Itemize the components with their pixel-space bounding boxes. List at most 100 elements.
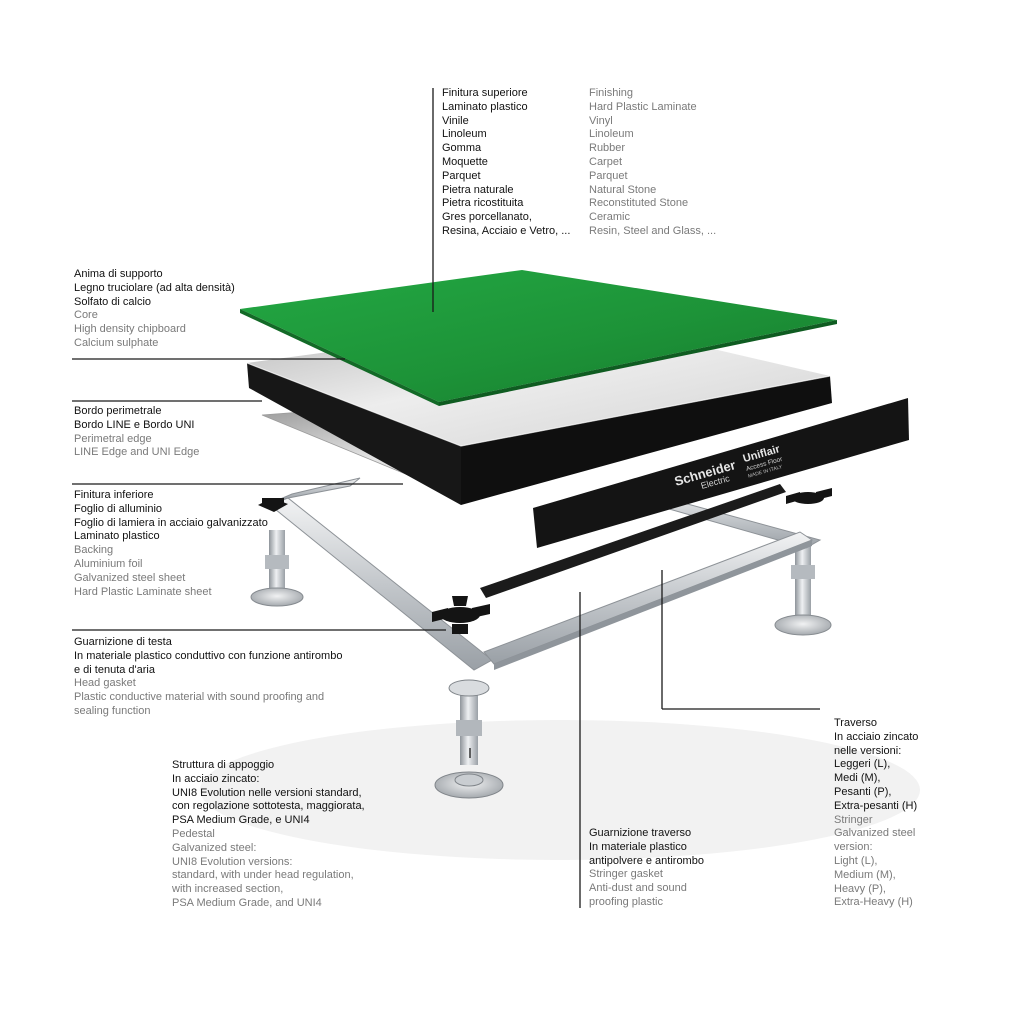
stringer-gasket-strip (480, 484, 786, 598)
text-line: Gomma (442, 142, 482, 155)
text-line: Struttura di appoggio (172, 759, 275, 771)
text-line: Galvanized steel sheet (74, 571, 186, 584)
head-gasket-right (786, 488, 832, 504)
text-line: Vinile (442, 114, 469, 127)
text-line: Resin, Steel and Glass, ... (589, 224, 717, 237)
text-line: In materiale plastico conduttivo con fun… (74, 649, 343, 662)
text-line: Solfato di calcio (74, 295, 152, 308)
text-line: In acciaio zincato (834, 730, 919, 743)
text-line: antipolvere e antirombo (589, 854, 704, 867)
head-gasket-left (258, 498, 288, 512)
text-line: Ceramic (589, 211, 630, 224)
text-line: Anti-dust and sound (589, 882, 687, 895)
core-right-face (461, 376, 832, 505)
label-stringer-gasket: Guarnizione traverso In materiale plasti… (589, 827, 704, 910)
text-line: In acciaio zincato: (172, 772, 260, 785)
stringer-front (483, 531, 814, 665)
text-line: Extra-Heavy (H) (834, 896, 913, 909)
text-line: Foglio di alluminio (74, 502, 163, 515)
text-line: standard, with under head regulation, (172, 869, 354, 882)
text-line: Stringer gasket (589, 868, 663, 881)
text-line: nelle versioni: (834, 744, 902, 757)
label-stringer: Traverso In acciaio zincato nelle versio… (834, 717, 918, 910)
stringer-front-lip (494, 540, 812, 670)
text-line: Medium (M), (834, 868, 896, 881)
text-line: Head gasket (74, 677, 136, 690)
text-line: proofing plastic (589, 895, 663, 908)
head-gasket-center (432, 596, 490, 634)
text-line: Foglio di lamiera in acciaio galvanizzat… (74, 516, 268, 529)
text-line: Laminato plastico (74, 530, 160, 543)
text-line: con regolazione sottotesta, maggiorata, (172, 800, 365, 813)
text-line: Linoleum (442, 128, 487, 141)
text-line: Extra-pesanti (H) (834, 799, 918, 812)
text-line: Carpet (589, 155, 623, 168)
text-line: Guarnizione di testa (74, 636, 172, 648)
text-line: Aluminium foil (74, 557, 143, 570)
text-line: Gres porcellanato, (442, 211, 532, 224)
label-finishing-en: Finishing Hard Plastic Laminate Vinyl Li… (589, 87, 716, 239)
text-line: UNI8 Evolution nelle versioni standard, (172, 786, 362, 799)
pedestal-front (434, 679, 504, 799)
label-backing: Finitura inferiore Foglio di alluminio F… (74, 489, 268, 599)
text-line: PSA Medium Grade, e UNI4 (172, 814, 310, 827)
pedestal-back-right (774, 540, 832, 636)
text-line: with increased section, (172, 883, 284, 896)
label-core: Anima di supporto Legno truciolare (ad a… (74, 268, 235, 351)
text-line: Parquet (442, 169, 481, 182)
text-line: sealing function (74, 704, 151, 717)
text-line: Galvanized steel (834, 827, 916, 840)
text-line: Reconstituted Stone (589, 197, 689, 210)
text-line: Bordo perimetrale (74, 405, 162, 417)
text-line: Guarnizione traverso (589, 827, 692, 839)
leader-lines (72, 88, 820, 908)
finishing-top (240, 270, 837, 402)
text-line: Bordo LINE e Bordo UNI (74, 418, 195, 431)
text-line: Pesanti (P), (834, 785, 892, 798)
text-line: Moquette (442, 155, 488, 168)
text-line: LINE Edge and UNI Edge (74, 446, 200, 459)
text-line: Calcium sulphate (74, 336, 159, 349)
text-line: Plastic conductive material with sound p… (74, 691, 325, 704)
text-line: Natural Stone (589, 183, 657, 196)
text-line: Core (74, 309, 98, 322)
text-line: Finitura inferiore (74, 489, 154, 501)
text-line: Stringer (834, 813, 873, 826)
text-line: Finitura superiore (442, 87, 528, 99)
text-line: Traverso (834, 717, 877, 729)
text-line: Rubber (589, 142, 626, 155)
text-line: Finishing (589, 87, 634, 99)
ground-shadow (200, 720, 920, 860)
text-line: Leggeri (L), (834, 758, 891, 771)
finishing-front-edge (240, 309, 439, 406)
text-line: Resina, Acciaio e Vetro, ... (442, 224, 571, 237)
text-line: Parquet (589, 169, 628, 182)
label-head-gasket: Guarnizione di testa In materiale plasti… (74, 636, 342, 719)
perimetral-edge-strip (533, 398, 909, 548)
core-left-face (247, 363, 461, 505)
text-line: e di tenuta d'aria (74, 663, 155, 676)
text-line: Galvanized steel: (172, 841, 257, 854)
text-line: Pietra ricostituita (442, 197, 524, 210)
text-line: UNI8 Evolution versions: (172, 855, 293, 868)
text-line: Medi (M), (834, 772, 881, 785)
text-line: High density chipboard (74, 323, 186, 336)
text-line: Backing (74, 544, 114, 557)
text-line: Hard Plastic Laminate (589, 100, 697, 113)
text-line: Light (L), (834, 854, 878, 867)
text-line: Pedestal (172, 827, 215, 840)
text-line: Pietra naturale (442, 183, 514, 196)
stringer-back (277, 477, 361, 501)
text-line: Legno truciolare (ad alta densità) (74, 281, 235, 294)
text-line: Hard Plastic Laminate sheet (74, 585, 212, 598)
text-line: Heavy (P), (834, 882, 886, 895)
text-line: Laminato plastico (442, 100, 528, 113)
text-line: Linoleum (589, 128, 634, 141)
pedestal-back-left (250, 530, 304, 607)
text-line: In materiale plastico (589, 840, 687, 853)
text-line: version: (834, 841, 873, 854)
text-line: PSA Medium Grade, and UNI4 (172, 896, 322, 909)
label-edge: Bordo perimetrale Bordo LINE e Bordo UNI… (74, 405, 199, 460)
label-pedestal: Struttura di appoggio In acciaio zincato… (172, 759, 365, 911)
